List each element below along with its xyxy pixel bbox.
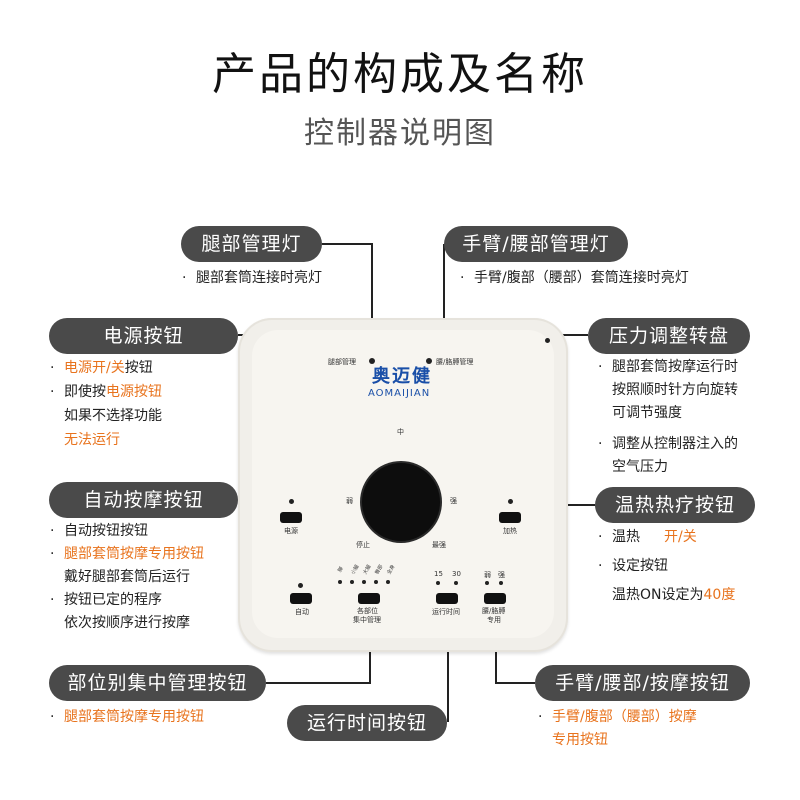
note-heat: ·温热开/关 ·设定按钮 温热ON设定为40度 [598,529,736,603]
leg-manage-label: 腿部管理 [328,358,356,366]
arm-button-label-2: 专用 [487,616,501,624]
dial-mid-label: 中 [397,428,404,436]
heat-led [508,499,513,504]
zone-led-1 [338,580,342,584]
dial-strong-label: 强 [450,497,457,505]
auto-button[interactable] [290,593,312,604]
arm-strong-label: 强 [498,571,505,579]
time-button-label: 运行时间 [432,608,460,616]
power-button[interactable] [280,512,302,523]
time-15-label: 15 [434,570,443,578]
note-auto: ·自动按钮按钮 ·腿部套筒按摩专用按钮 戴好腿部套筒后运行 ·按钮已定的程序 依… [50,523,204,631]
page-title: 产品的构成及名称 [212,49,588,100]
label-power: 电源按钮 [49,318,238,354]
note-arm-massage: ·手臂/腹部（腰部）按摩 专用按钮 [538,709,697,748]
arm-manage-label: 腰/胳膊管理 [436,358,474,366]
zone-led-4 [374,580,378,584]
dial-stop-label: 停止 [356,541,370,549]
time-30-led [454,581,458,585]
auto-button-label: 自动 [295,608,309,616]
page-subtitle: 控制器说明图 [304,116,496,151]
label-arm-massage: 手臂/腰部/按摩按钮 [535,665,750,701]
zone-led-5 [386,580,390,584]
leg-light-dot [369,358,375,364]
label-arm-light: 手臂/腰部管理灯 [444,226,628,262]
label-pressure: 压力调整转盘 [588,318,750,354]
note-arm-light: ·手臂/腹部（腰部）套筒连接时亮灯 [460,270,689,286]
arm-button-label-1: 腰/胳膊 [482,607,506,615]
time-30-label: 30 [452,570,461,578]
power-button-label: 电源 [284,527,298,535]
time-15-led [436,581,440,585]
pressure-dial[interactable] [362,463,440,541]
arm-strong-led [499,581,503,585]
label-auto: 自动按摩按钮 [49,482,238,518]
label-heat: 温热热疗按钮 [595,487,755,523]
brand-logo-en: AOMAIJIAN [368,388,431,399]
note-zone: ·腿部套筒按摩专用按钮 [50,709,204,725]
note-leg-light: ·腿部套筒连接时亮灯 [182,270,322,286]
auto-led [298,583,303,588]
arm-light-dot [426,358,432,364]
arm-massage-button[interactable] [484,593,506,604]
label-zone: 部位别集中管理按钮 [49,665,266,701]
pressure-indicator-dot [545,338,550,343]
zone-led-2 [350,580,354,584]
arm-weak-label: 弱 [484,571,491,579]
heat-button-label: 加热 [503,527,517,535]
brand-logo: 奥迈健 [372,366,432,387]
note-pressure: ·腿部套筒按摩运行时 按照顺时针方向旋转 可调节强度 ·调整从控制器注入的 空气… [598,359,738,475]
zone-button-label-2: 集中管理 [353,616,381,624]
zone-button[interactable] [358,593,380,604]
label-leg-light: 腿部管理灯 [181,226,322,262]
time-button[interactable] [436,593,458,604]
heat-button[interactable] [499,512,521,523]
note-power: ·电源开/关按钮 ·即使按电源按钮 如果不选择功能 无法运行 [50,360,162,448]
power-led [289,499,294,504]
label-time: 运行时间按钮 [287,705,447,741]
arm-weak-led [485,581,489,585]
zone-led-3 [362,580,366,584]
dial-max-label: 最强 [432,541,446,549]
zone-button-label-1: 各部位 [357,607,378,615]
dial-weak-label: 弱 [346,497,353,505]
